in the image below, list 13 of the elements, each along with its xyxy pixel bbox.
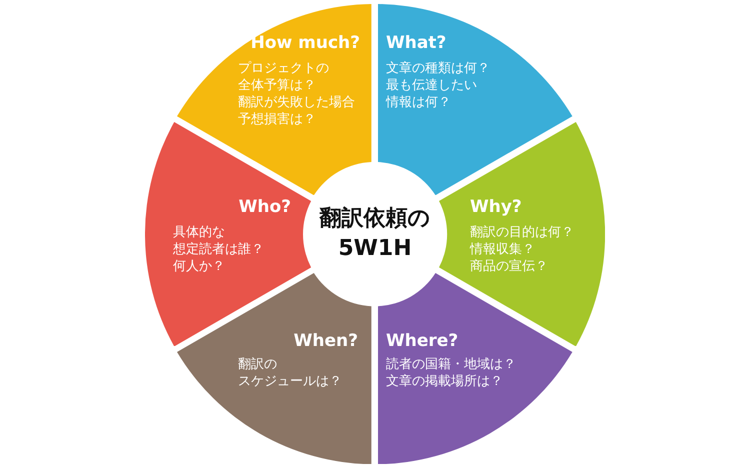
segment-heading: What? (386, 32, 446, 54)
segment-text: 具体的な想定読者は誰？何人か？ (173, 224, 264, 275)
segment-heading: Who? (238, 196, 291, 218)
center-title: 翻訳依頼の5W1H (318, 205, 432, 263)
segment-heading: Where? (386, 330, 458, 352)
segment-heading: Why? (470, 196, 522, 218)
segment-heading: How much? (250, 32, 360, 54)
segment-heading: When? (294, 330, 358, 352)
segment-text: プロジェクトの全体予算は？翻訳が失敗した場合予想損害は？ (238, 60, 355, 128)
segment-text: 読者の国籍・地域は？文章の掲載場所は？ (386, 356, 516, 390)
segment-text: 翻訳の目的は何？情報収集？商品の宣伝？ (470, 224, 574, 275)
segment-text: 翻訳のスケジュールは？ (238, 356, 342, 390)
segment-text: 文章の種類は何？最も伝達したい情報は何？ (386, 60, 490, 111)
